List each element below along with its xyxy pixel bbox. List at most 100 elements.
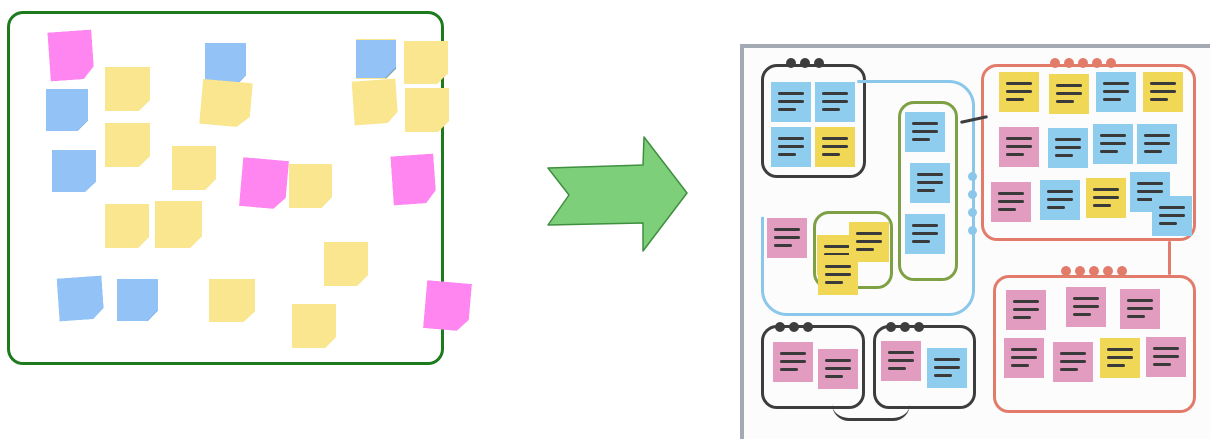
mini-note-blue bbox=[910, 163, 950, 203]
note-text-line bbox=[822, 137, 848, 140]
mini-note-yellow bbox=[1049, 74, 1089, 114]
note-text-line bbox=[1047, 206, 1065, 209]
sticky-note-blue bbox=[117, 279, 158, 321]
note-text-line bbox=[912, 138, 930, 141]
note-text-line bbox=[888, 359, 914, 362]
mini-note-blue bbox=[1048, 128, 1088, 168]
note-text-line bbox=[778, 153, 796, 156]
sticky-note-yellow bbox=[199, 79, 253, 128]
group-dot bbox=[914, 322, 924, 332]
note-text-line bbox=[1137, 182, 1163, 185]
note-text-line bbox=[825, 375, 843, 378]
note-text-line bbox=[1093, 196, 1119, 199]
sticky-note-blue bbox=[46, 89, 88, 131]
mini-note-blue bbox=[1152, 196, 1192, 236]
group-dot bbox=[775, 322, 785, 332]
note-text-line bbox=[912, 232, 938, 235]
note-text-line bbox=[1107, 364, 1125, 367]
note-text-line bbox=[1006, 145, 1032, 148]
note-text-line bbox=[1144, 134, 1170, 137]
group-dot bbox=[1092, 58, 1102, 68]
mini-note-blue bbox=[815, 82, 855, 122]
group-dots bbox=[775, 322, 813, 332]
group-dot bbox=[814, 58, 824, 68]
note-text-line bbox=[1056, 84, 1082, 87]
mini-note-blue bbox=[1137, 124, 1177, 164]
mini-note-blue bbox=[1040, 180, 1080, 220]
mini-note-blue bbox=[771, 82, 811, 122]
note-text-line bbox=[1060, 360, 1086, 363]
mini-note-yellow bbox=[818, 255, 858, 295]
note-text-line bbox=[1127, 299, 1153, 302]
mini-note-blue bbox=[905, 214, 945, 254]
note-text-line bbox=[778, 100, 804, 103]
mini-note-blue bbox=[927, 348, 967, 388]
group-dark-bottom-left bbox=[761, 325, 865, 409]
mini-note-pink bbox=[1006, 290, 1046, 330]
group-dark-bottom-mid bbox=[873, 325, 976, 409]
mini-note-pink bbox=[1146, 337, 1186, 377]
note-text-line bbox=[1153, 363, 1171, 366]
group-dot bbox=[789, 322, 799, 332]
group-dots bbox=[1050, 58, 1116, 68]
group-salmon-top-right bbox=[981, 64, 1196, 241]
note-text-line bbox=[1006, 82, 1032, 85]
note-text-line bbox=[1055, 146, 1081, 149]
note-text-line bbox=[1137, 190, 1163, 193]
connector-dot bbox=[968, 226, 977, 235]
note-fold bbox=[437, 73, 448, 84]
note-text-line bbox=[917, 181, 943, 184]
note-text-line bbox=[774, 236, 800, 239]
note-text-line bbox=[1150, 90, 1176, 93]
note-fold bbox=[147, 310, 158, 321]
note-text-line bbox=[1159, 214, 1185, 217]
note-text-line bbox=[1073, 313, 1091, 316]
sticky-note-pink bbox=[423, 280, 472, 332]
group-olive-vertical bbox=[898, 101, 958, 281]
sticky-note-yellow bbox=[155, 201, 202, 248]
note-text-line bbox=[917, 189, 935, 192]
group-dot bbox=[886, 322, 896, 332]
group-dots bbox=[886, 322, 924, 332]
sticky-note-blue bbox=[205, 43, 246, 86]
note-text-line bbox=[1127, 307, 1153, 310]
sticky-note-pink bbox=[47, 30, 94, 82]
group-dot bbox=[786, 58, 796, 68]
mini-note-pink bbox=[818, 349, 858, 389]
sticky-note-blue bbox=[57, 275, 105, 321]
group-dark-top-left bbox=[761, 64, 866, 178]
group-dot bbox=[1050, 58, 1060, 68]
note-fold bbox=[205, 179, 216, 190]
note-text-line bbox=[1153, 347, 1179, 350]
note-text-line bbox=[1013, 316, 1031, 319]
group-dot bbox=[1106, 58, 1116, 68]
note-text-line bbox=[1011, 356, 1037, 359]
note-text-line bbox=[934, 374, 952, 377]
note-fold bbox=[438, 121, 449, 132]
right-arrow-icon bbox=[547, 136, 688, 252]
note-text-line bbox=[998, 208, 1016, 211]
sticky-note-blue bbox=[356, 40, 396, 78]
group-dot bbox=[1061, 266, 1071, 276]
group-dots bbox=[1061, 266, 1127, 276]
group-link-line bbox=[1168, 241, 1171, 275]
group-dot bbox=[1064, 58, 1074, 68]
group-dot bbox=[1117, 266, 1127, 276]
mini-note-pink bbox=[773, 342, 813, 382]
sticky-note-yellow bbox=[105, 67, 150, 111]
note-text-line bbox=[774, 228, 800, 231]
note-text-line bbox=[1047, 198, 1073, 201]
note-text-line bbox=[1060, 368, 1078, 371]
note-text-line bbox=[825, 281, 843, 284]
mini-note-yellow bbox=[1086, 178, 1126, 218]
arrow-shape bbox=[547, 136, 688, 252]
note-text-line bbox=[1159, 206, 1185, 209]
note-text-line bbox=[825, 359, 851, 362]
note-text-line bbox=[1150, 98, 1168, 101]
mini-note-yellow bbox=[999, 72, 1039, 112]
mini-note-blue bbox=[1093, 124, 1133, 164]
mini-note-blue bbox=[771, 127, 811, 167]
mini-note-pink bbox=[881, 341, 921, 381]
note-text-line bbox=[1056, 92, 1082, 95]
